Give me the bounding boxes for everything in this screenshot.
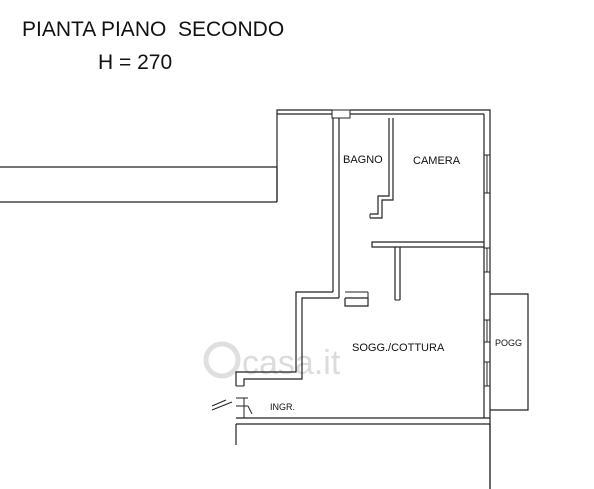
interior-walls — [235, 118, 484, 387]
plan-title: PIANTA PIANO SECONDO — [22, 18, 284, 41]
room-label-camera: CAMERA — [413, 155, 461, 167]
room-label-ingr: INGR. — [270, 402, 295, 412]
room-label-pogg: POGG — [495, 338, 522, 348]
watermark-logo: casa.it — [203, 341, 341, 382]
plan-subtitle: H = 270 — [98, 51, 172, 74]
windows-right — [483, 154, 491, 387]
left-corridor — [0, 166, 278, 203]
watermark-text: casa.it — [242, 344, 341, 382]
entrance-door — [211, 397, 253, 418]
room-label-sogg-cottura: SOGG./COTTURA — [352, 342, 445, 354]
room-label-bagno: BAGNO — [343, 154, 383, 166]
balcony: POGG — [490, 293, 529, 411]
